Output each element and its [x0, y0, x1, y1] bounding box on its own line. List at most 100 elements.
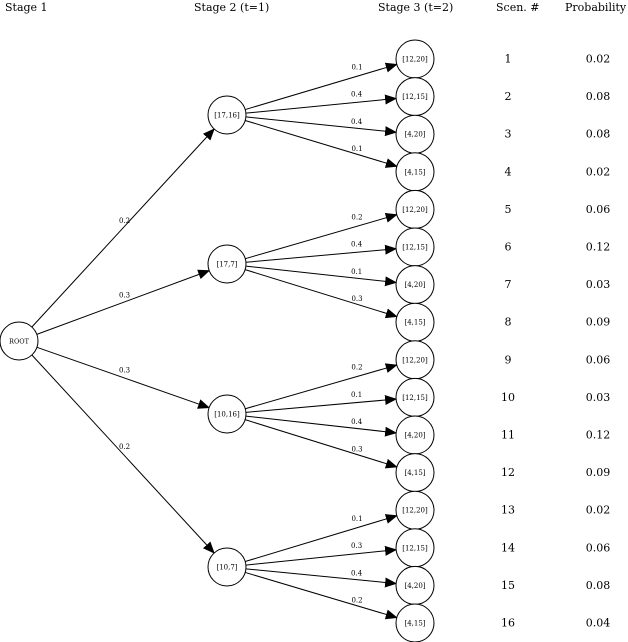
stage2-node-label: [17,7] — [216, 261, 237, 269]
edge-stage2-to-stage3-10 — [245, 395, 398, 413]
edge-prob-label: 0.2 — [119, 217, 130, 225]
stage2-node: [10,7] — [207, 547, 247, 587]
stage3-node: [12,15] — [395, 377, 435, 417]
stage3-node: [4,20] — [395, 415, 435, 455]
stage3-node: [4,20] — [395, 114, 435, 154]
stage2-node: [17,16] — [207, 95, 247, 135]
stage3-node-label: [4,20] — [404, 281, 425, 289]
scenario-probability: 0.09 — [586, 316, 611, 329]
edge-prob-label: 0.4 — [351, 91, 363, 99]
stage3-node-label: [4,20] — [404, 432, 425, 440]
edge-prob-label: 0.3 — [351, 542, 362, 550]
edge-prob-label: 0.2 — [119, 443, 130, 451]
scenario-number: 2 — [505, 90, 512, 103]
stage3-node: [12,15] — [395, 227, 435, 267]
stage3-node: [4,15] — [395, 152, 435, 192]
stage3-node-label: [12,15] — [402, 544, 428, 552]
edge-stage2-to-stage3-15 — [245, 568, 398, 588]
scenario-number: 13 — [501, 504, 515, 517]
stage2-node-label: [10,7] — [216, 564, 237, 572]
scenario-probability: 0.06 — [586, 203, 611, 216]
stage3-node-label: [12,20] — [402, 206, 428, 214]
header-probability: Probability — [565, 1, 627, 14]
stage3-node: [4,20] — [395, 265, 435, 305]
scenario-probability: 0.12 — [586, 241, 611, 254]
stage2-node-circle — [207, 244, 247, 284]
stage3-node-label: [4,15] — [404, 168, 425, 176]
stage3-node: [12,20] — [395, 39, 435, 79]
scenario-number: 4 — [505, 165, 512, 178]
edge-prob-label: 0.3 — [351, 295, 362, 303]
scenario-probability: 0.04 — [586, 617, 611, 630]
scenario-number: 15 — [501, 579, 515, 592]
stage3-node: [12,20] — [395, 340, 435, 380]
edge-stage2-to-stage3-9 — [245, 363, 398, 410]
scenario-probability: 0.08 — [586, 579, 611, 592]
scenario-number: 16 — [501, 617, 515, 630]
scenario-number: 10 — [501, 391, 515, 404]
edge-root-to-stage2-2 — [36, 269, 211, 335]
edge-stage2-to-stage3-8 — [245, 269, 398, 319]
scenario-number: 14 — [501, 541, 515, 554]
stage2-node: [10,16] — [207, 394, 247, 434]
edge-root-to-stage2-4 — [31, 354, 215, 554]
scenario-probability: 0.06 — [586, 541, 611, 554]
scenario-number: 12 — [501, 466, 515, 479]
stage3-node-label: [12,15] — [402, 394, 428, 402]
header-stage-2: Stage 2 (t=1) — [194, 1, 269, 14]
stage2-node-circle — [207, 394, 247, 434]
stage3-node-label: [4,20] — [404, 582, 425, 590]
header-stage-1: Stage 1 — [5, 1, 48, 14]
scenario-number: 5 — [505, 203, 512, 216]
edge-stage2-to-stage3-5 — [245, 212, 398, 260]
edge-prob-label: 0.3 — [119, 367, 130, 375]
stage3-node: [4,20] — [395, 565, 435, 605]
scenario-number: 8 — [505, 316, 512, 329]
edge-stage2-to-stage3-13 — [245, 514, 398, 562]
stage3-node: [4,15] — [395, 302, 435, 342]
stage3-node-label: [4,15] — [404, 469, 425, 477]
tree-nodes: ROOT [17,16][17,7][10,16][10,7][12,20][1… — [0, 39, 435, 642]
stage2-node-label: [10,16] — [214, 411, 240, 419]
stage3-node-label: [4,15] — [404, 620, 425, 628]
edge-prob-label: 0.4 — [351, 418, 363, 426]
edge-root-to-stage2-1 — [31, 128, 215, 328]
scenario-probability: 0.12 — [586, 429, 611, 442]
stage3-node-label: [4,20] — [404, 131, 425, 139]
scenario-number: 9 — [505, 353, 512, 366]
scenario-probability: 0.08 — [586, 128, 611, 141]
root-node-label: ROOT — [9, 338, 30, 346]
edge-prob-label: 0.1 — [351, 391, 362, 399]
scenario-number: 1 — [505, 53, 512, 66]
scenario-number: 11 — [501, 429, 515, 442]
stage2-node-circle — [207, 95, 247, 135]
edge-stage2-to-stage3-3 — [245, 116, 398, 137]
edge-stage2-to-stage3-11 — [245, 415, 398, 437]
edge-prob-label: 0.4 — [351, 569, 363, 577]
stage3-node: [12,20] — [395, 490, 435, 530]
stage3-node: [12,15] — [395, 77, 435, 117]
edge-prob-label: 0.2 — [351, 364, 362, 372]
edge-stage2-to-stage3-14 — [245, 545, 398, 566]
edge-prob-label: 0.1 — [351, 268, 362, 276]
stage2-node-label: [17,16] — [214, 112, 240, 120]
stage3-node-label: [12,15] — [402, 244, 428, 252]
edge-stage2-to-stage3-7 — [245, 265, 398, 287]
edge-stage2-to-stage3-2 — [245, 94, 398, 114]
scenario-number: 7 — [505, 278, 512, 291]
edge-root-to-stage2-3 — [36, 346, 211, 409]
